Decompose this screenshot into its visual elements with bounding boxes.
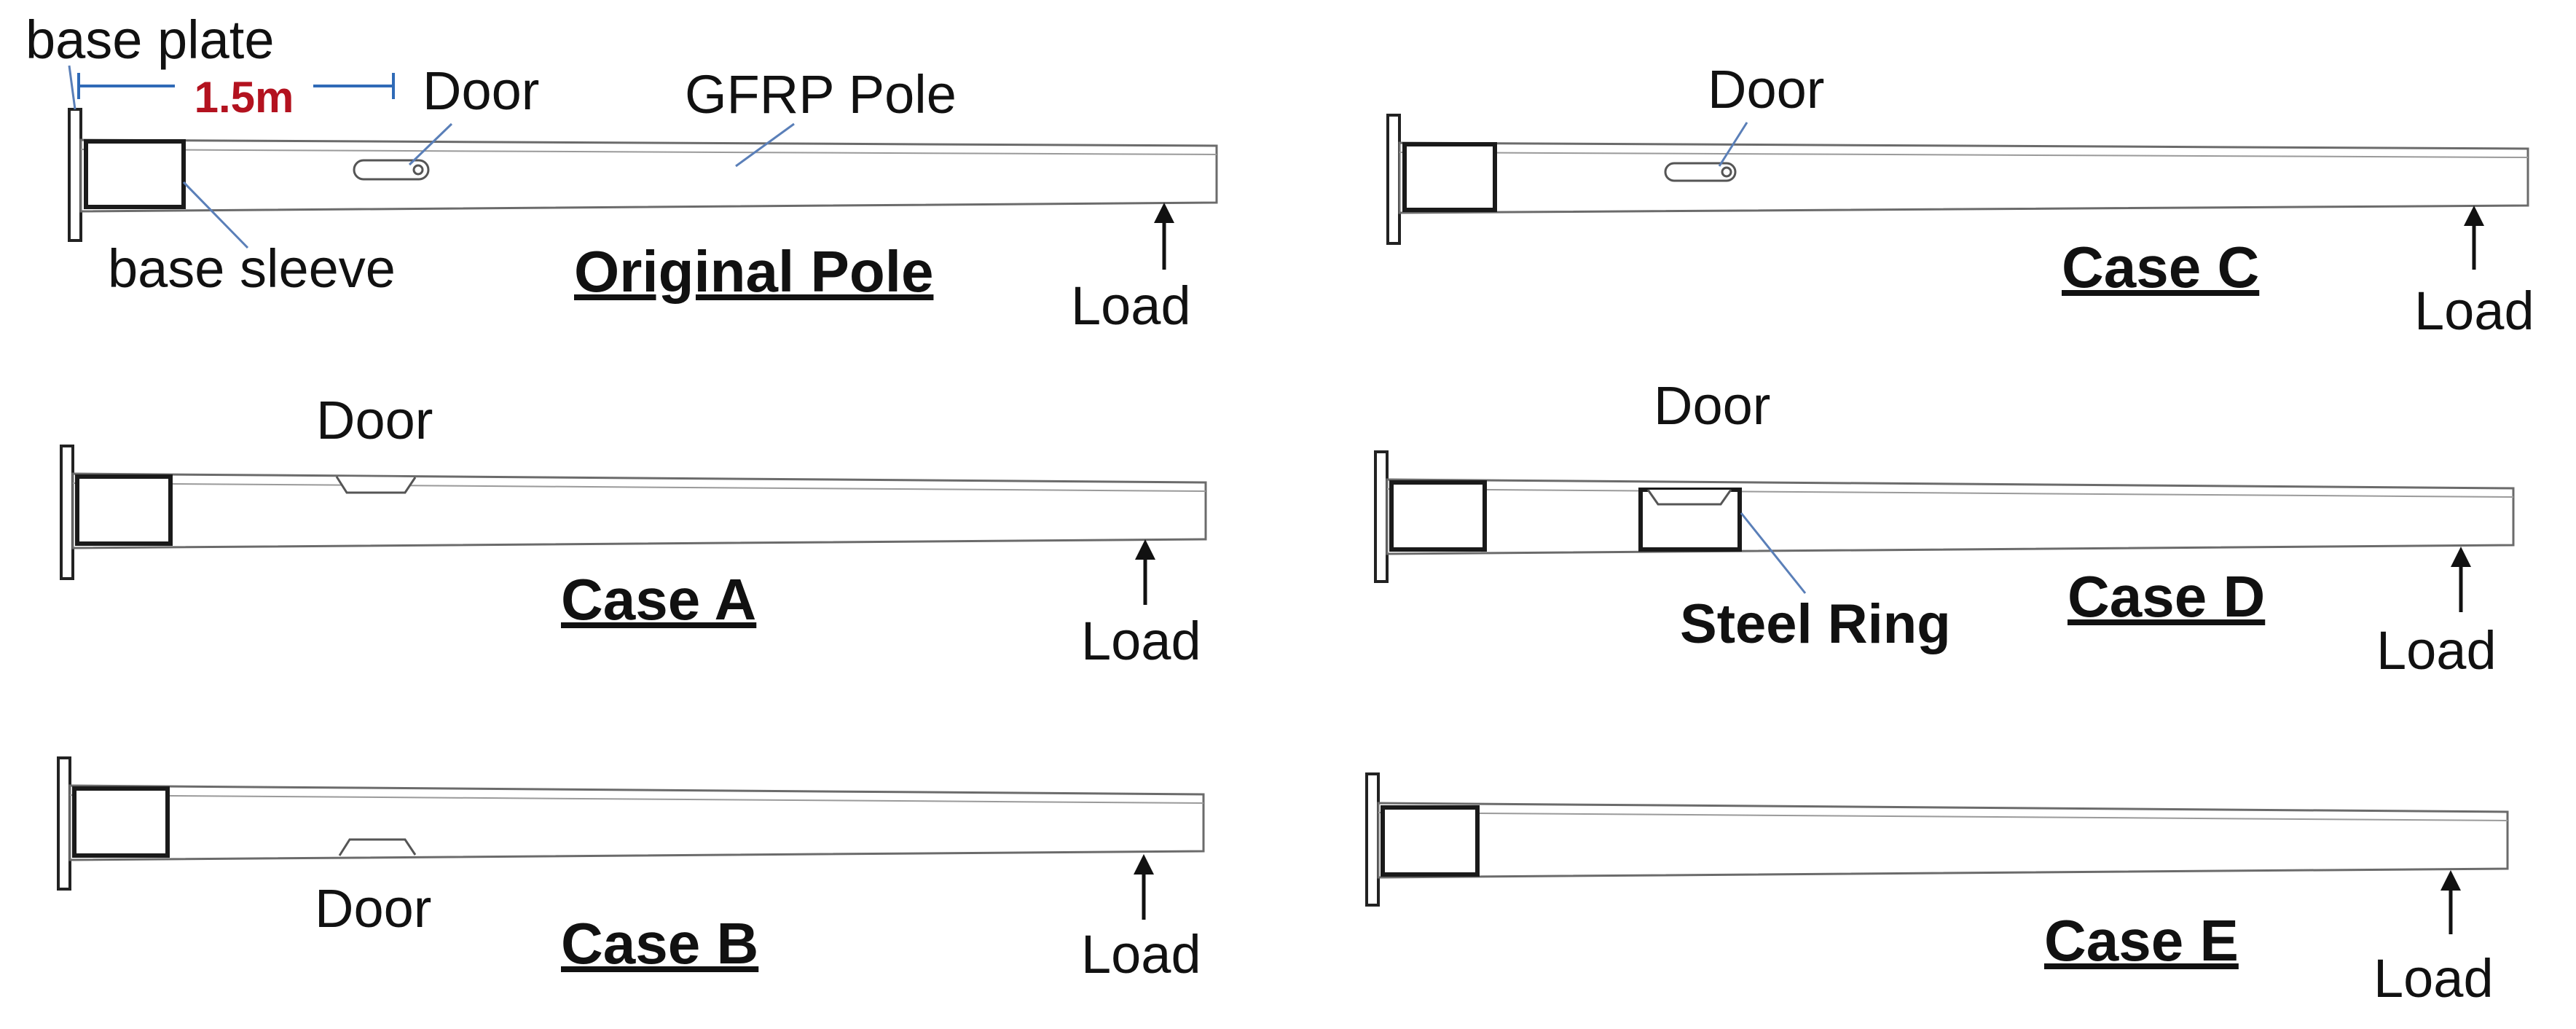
case-c-title: Case C <box>2062 235 2259 300</box>
base-plate <box>68 108 82 242</box>
base-plate <box>60 445 74 580</box>
load-label: Load <box>1071 275 1191 336</box>
door-label: Door <box>1654 375 1770 436</box>
case-b-title: Case B <box>561 911 758 976</box>
door-notch <box>335 476 417 494</box>
base-sleeve-leader <box>182 181 249 249</box>
case-b-panel: Door Case B Load <box>57 756 1205 985</box>
load-label: Load <box>2373 948 2494 1009</box>
load-label: Load <box>2376 620 2497 681</box>
gfrp-pole-body <box>79 138 1218 213</box>
steel-ring-label: Steel Ring <box>1680 593 1951 655</box>
base-plate <box>1374 450 1389 583</box>
load-label: Load <box>2414 281 2534 341</box>
door-label: Door <box>316 390 433 450</box>
dimension-label: 1.5m <box>195 73 294 122</box>
base-plate <box>1365 772 1380 907</box>
gfrp-pole-label: GFRP Pole <box>685 64 957 125</box>
base-sleeve <box>1402 142 1497 212</box>
gfrp-pole-body <box>1398 141 2529 214</box>
door-opening <box>1664 162 1737 182</box>
original-pole-panel: 1.5m base plate Door GFRP Pole base slee… <box>25 9 1218 336</box>
case-a-panel: Door Case A Load <box>60 390 1207 671</box>
door-notch <box>1646 489 1732 506</box>
load-label: Load <box>1081 611 1201 671</box>
base-plate-label: base plate <box>25 9 275 70</box>
base-sleeve <box>84 139 186 209</box>
base-plate-leader <box>68 65 76 110</box>
base-sleeve <box>72 786 170 858</box>
load-label: Load <box>1081 924 1201 985</box>
door-label: Door <box>423 60 539 121</box>
base-sleeve <box>1389 480 1487 552</box>
base-sleeve <box>75 474 173 546</box>
door-notch <box>338 838 417 856</box>
base-sleeve-label: base sleeve <box>108 238 396 299</box>
gfrp-pole-body <box>1377 802 2509 879</box>
door-label: Door <box>315 878 431 939</box>
door-leader <box>408 122 453 166</box>
original-pole-title: Original Pole <box>574 239 933 304</box>
case-a-title: Case A <box>561 567 756 632</box>
case-e-title: Case E <box>2044 908 2239 973</box>
gfrp-pole-leader <box>735 122 795 168</box>
case-d-panel: Door Steel Ring Case D Load <box>1374 375 2515 681</box>
base-plate <box>57 756 71 891</box>
door-label: Door <box>1708 59 1824 120</box>
base-sleeve <box>1381 805 1480 877</box>
door-leader <box>1718 122 1748 167</box>
case-c-panel: Door Case C Load <box>1386 59 2534 341</box>
case-e-panel: Case E Load <box>1365 772 2509 1009</box>
base-plate <box>1386 114 1401 245</box>
steel-ring-leader <box>1740 512 1807 594</box>
case-d-title: Case D <box>2068 564 2265 629</box>
